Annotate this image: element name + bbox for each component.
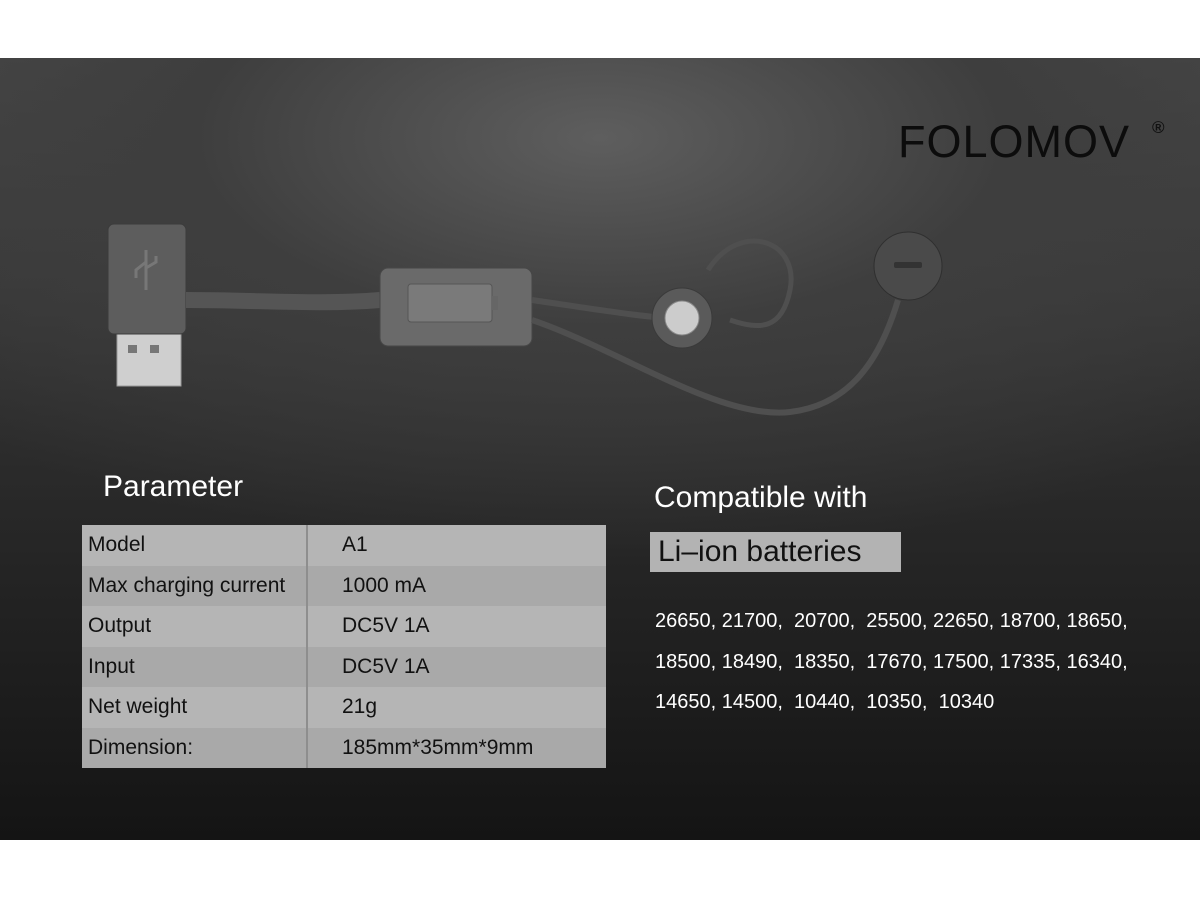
param-value: 185mm*35mm*9mm <box>307 727 606 768</box>
battery-type-label: Li–ion batteries <box>650 532 901 572</box>
battery-list-line: 14650, 14500, 10440, 10350, 10340 <box>655 691 995 713</box>
battery-indicator-box <box>379 267 533 347</box>
parameter-heading: Parameter <box>103 470 244 503</box>
compatible-heading: Compatible with <box>654 481 868 514</box>
param-value: DC5V 1A <box>307 606 606 647</box>
battery-list-line: 18500, 18490, 18350, 17670, 17500, 17335… <box>655 651 1128 673</box>
usb-plug <box>107 223 187 387</box>
param-label: Output <box>82 606 308 647</box>
param-label: Net weight <box>82 687 308 728</box>
battery-list-line: 26650, 21700, 20700, 25500, 22650, 18700… <box>655 610 1128 632</box>
param-label: Dimension: <box>82 727 308 768</box>
magnetic-contact <box>651 287 713 349</box>
param-value: A1 <box>307 525 606 566</box>
param-label: Model <box>82 525 308 566</box>
param-value: 21g <box>307 687 606 728</box>
param-value: DC5V 1A <box>307 646 606 687</box>
param-label: Max charging current <box>82 565 308 606</box>
table-row: Dimension:185mm*35mm*9mm <box>82 727 606 768</box>
param-value: 1000 mA <box>307 565 606 606</box>
param-label: Input <box>82 646 308 687</box>
brand-logo: FOLOMOV <box>898 116 1131 167</box>
magnetic-contact-cap <box>873 231 943 301</box>
registered-mark: ® <box>1152 118 1165 137</box>
